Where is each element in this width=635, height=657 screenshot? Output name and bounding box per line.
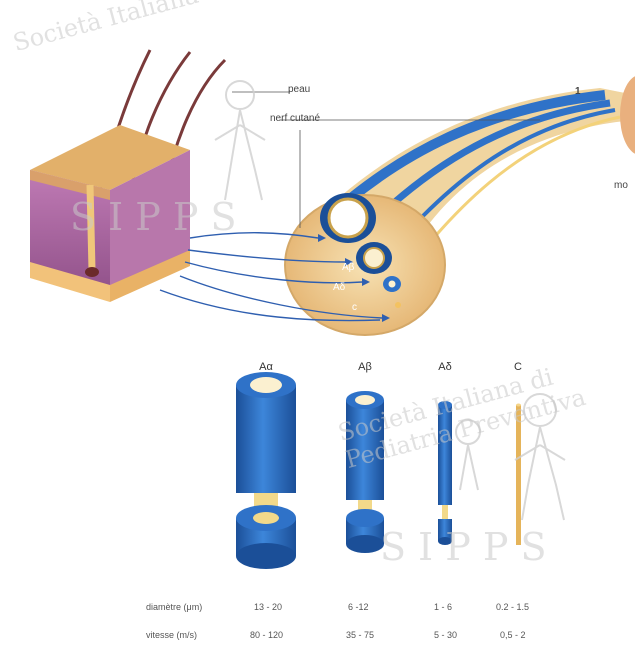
diameter-a-beta: 6 -12 (348, 602, 369, 612)
diameter-c: 0.2 - 1.5 (496, 602, 529, 612)
nerve-adelta-label: Aδ (333, 282, 345, 293)
speed-row-label: vitesse (m/s) (146, 630, 197, 640)
number-label: 1 (575, 86, 581, 97)
speed-c: 0,5 - 2 (500, 630, 526, 640)
nerve-c-label: c (352, 302, 357, 313)
fiber-a-beta-label: Aβ (345, 361, 385, 373)
marrow-label: mo (614, 180, 628, 191)
fiber-c (516, 404, 521, 546)
cutaneous-nerve (285, 75, 635, 335)
fiber-a-delta-label: Aδ (425, 361, 465, 373)
skin-label: peau (288, 84, 310, 95)
nerve-abeta-label: Aβ (342, 262, 354, 273)
fiber-c-label: C (498, 361, 538, 373)
speed-a-delta: 5 - 30 (434, 630, 457, 640)
fiber-a-alpha-label: Aα (246, 361, 286, 373)
nerve-label: nerf cutané (270, 113, 320, 124)
speed-a-alpha: 80 - 120 (250, 630, 283, 640)
fiber-a-delta (438, 401, 452, 545)
fiber-a-beta (346, 391, 384, 553)
diameter-a-delta: 1 - 6 (434, 602, 452, 612)
fiber-a-alpha (236, 372, 296, 569)
speed-a-beta: 35 - 75 (346, 630, 374, 640)
diameter-a-alpha: 13 - 20 (254, 602, 282, 612)
diameter-row-label: diamètre (μm) (146, 602, 202, 612)
